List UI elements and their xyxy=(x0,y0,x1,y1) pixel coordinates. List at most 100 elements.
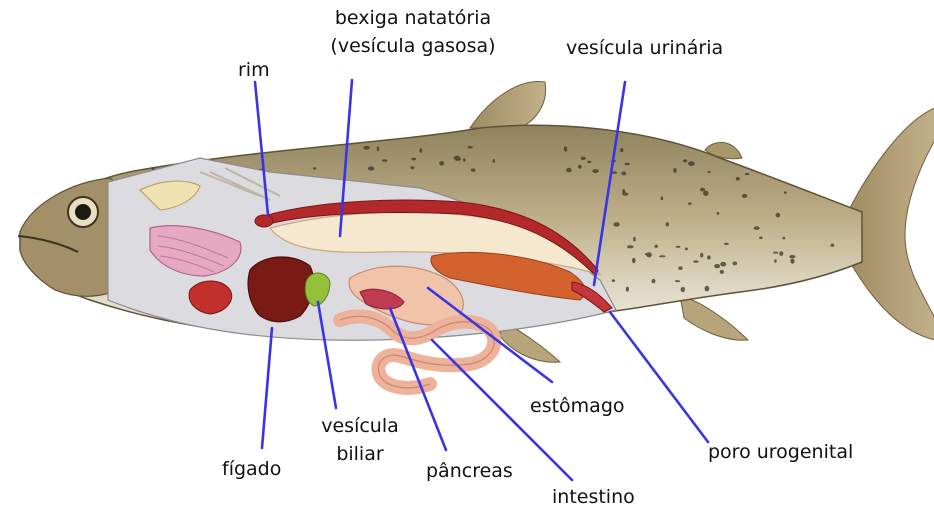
fish-spot xyxy=(688,161,695,166)
fish-spot xyxy=(743,299,749,304)
eye-pupil xyxy=(75,204,91,220)
fish-spot xyxy=(831,244,835,247)
fish-spot xyxy=(808,186,812,189)
label-figado: fígado xyxy=(222,457,281,481)
fish-spot xyxy=(754,226,760,230)
head-kidney xyxy=(255,215,273,227)
fish-spot xyxy=(149,142,152,146)
fish-spot xyxy=(835,287,838,290)
fish-spot xyxy=(688,202,692,204)
fish-spot xyxy=(708,171,711,173)
fish-spot xyxy=(493,159,495,163)
fish-spot xyxy=(620,148,623,152)
fish-spot xyxy=(621,172,626,176)
fish-spot xyxy=(745,173,750,175)
fish-spot xyxy=(363,146,370,150)
fish-spot xyxy=(755,295,761,300)
fish-spot xyxy=(612,279,615,282)
fish-spot xyxy=(382,159,387,162)
label-vesicula-urinaria: vesícula urinária xyxy=(566,36,723,60)
fish-spot xyxy=(673,168,677,173)
fish-spot xyxy=(659,255,666,257)
liver xyxy=(248,257,314,322)
fish-spot xyxy=(566,168,571,173)
label-intestino: intestino xyxy=(552,485,635,509)
label-vesicula-biliar-line2: biliar xyxy=(312,442,408,466)
fish-spot xyxy=(411,158,416,161)
fish-spot xyxy=(776,213,781,218)
label-bexiga-line1: bexiga natatória xyxy=(318,6,508,30)
fish-spot xyxy=(652,279,656,283)
fish-spot xyxy=(774,259,777,262)
fish-spot xyxy=(410,166,414,169)
fish-spot xyxy=(693,260,698,262)
anal-fin xyxy=(680,296,748,340)
fish-spot xyxy=(700,188,705,192)
fish-spot xyxy=(852,170,856,174)
fish-spot xyxy=(645,253,652,256)
fish-spot xyxy=(678,266,683,270)
fish-spot xyxy=(626,287,629,292)
fish-spot xyxy=(675,280,680,282)
fish-spot xyxy=(439,161,444,165)
pointer-figado xyxy=(262,328,272,448)
fish-spot xyxy=(742,194,747,198)
fish-spot xyxy=(578,165,582,169)
fish-spot xyxy=(471,169,476,172)
fish-spot xyxy=(676,246,681,248)
fish-spot xyxy=(683,159,687,162)
fish-spot xyxy=(661,197,664,201)
label-vesicula-biliar: vesícula biliar xyxy=(312,414,408,466)
fish-spot xyxy=(790,259,794,264)
label-poro-urogenital: poro urogenital xyxy=(708,440,853,464)
fish-spot xyxy=(198,150,201,153)
fish-spot xyxy=(724,243,729,245)
fish-spot xyxy=(613,222,619,226)
fish-spot xyxy=(455,158,461,161)
dorsal-fin xyxy=(470,81,546,128)
fish-spot xyxy=(624,163,630,166)
fish-spot xyxy=(633,237,636,242)
fish-spot xyxy=(419,148,422,153)
fish-spot xyxy=(830,284,833,286)
fish-spot xyxy=(789,255,795,258)
label-pancreas: pâncreas xyxy=(426,459,513,483)
fish-spot xyxy=(822,152,826,155)
fish-spot xyxy=(463,158,466,161)
fish-spot xyxy=(720,270,724,274)
fish-spot xyxy=(717,212,720,215)
fish-spot xyxy=(666,222,669,226)
fish-spot xyxy=(703,191,708,196)
fish-spot xyxy=(377,147,380,152)
fish-spot xyxy=(784,191,787,194)
pointer-poro-urogenital xyxy=(610,312,708,442)
label-estomago: estômago xyxy=(530,394,625,418)
fish-spot xyxy=(786,167,790,170)
fish-spot xyxy=(564,146,567,151)
label-bexiga-line2: (vesícula gasosa) xyxy=(318,34,508,58)
fish-spot xyxy=(779,251,783,256)
fish-spot xyxy=(681,287,685,292)
fish-spot xyxy=(587,161,591,163)
fish-spot xyxy=(700,253,703,258)
fish-spot xyxy=(581,157,586,160)
fish-spot xyxy=(592,169,598,173)
fish-spot xyxy=(632,258,636,263)
fish-spot xyxy=(707,255,711,259)
fish-spot xyxy=(750,155,755,158)
fish-spot xyxy=(705,286,710,292)
fish-spot xyxy=(685,248,688,251)
fish-spot xyxy=(468,146,473,148)
fish-spot xyxy=(826,180,830,184)
fish-spot xyxy=(777,292,781,297)
fish-spot xyxy=(313,167,316,170)
fish-spot xyxy=(782,237,785,240)
fish-spot xyxy=(622,193,628,196)
fish-spot xyxy=(732,262,737,266)
fish-spot xyxy=(759,237,763,240)
fish-spot xyxy=(654,245,658,248)
fish-spot xyxy=(720,262,726,267)
fish-spot xyxy=(368,166,374,170)
fish-spot xyxy=(736,177,740,181)
